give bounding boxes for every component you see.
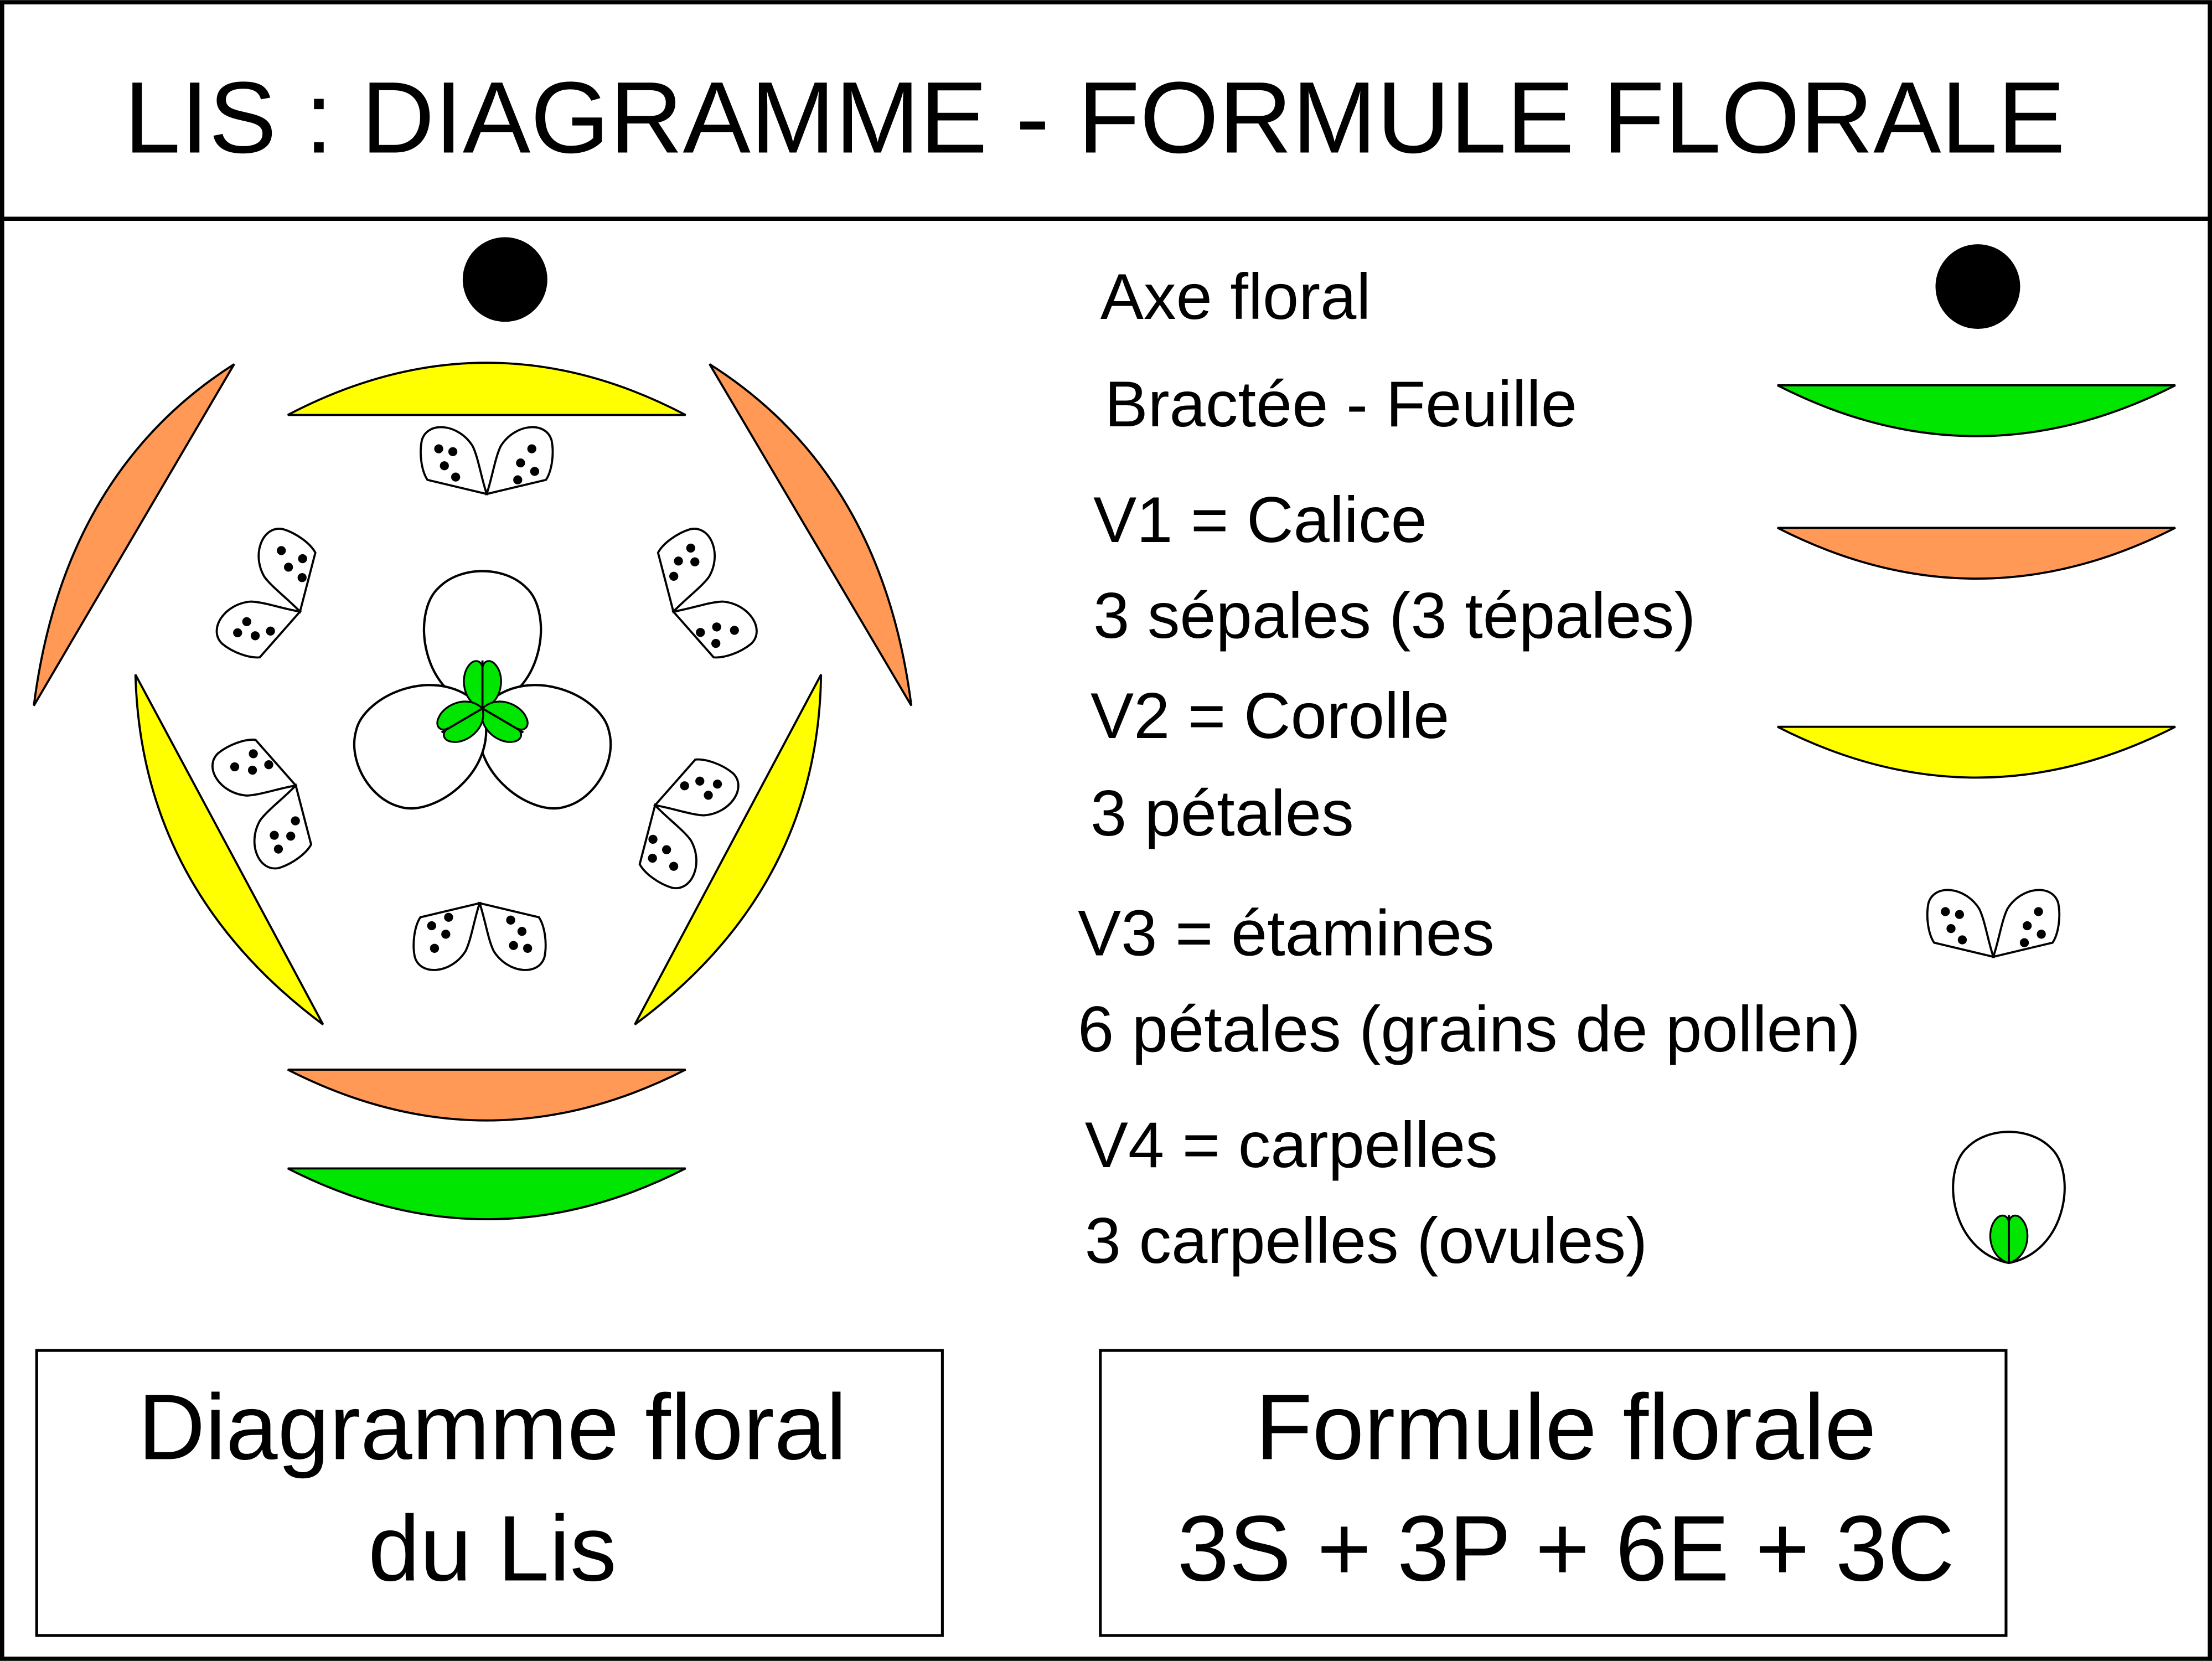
diagram-caption-line1: Diagramme floral [138, 1375, 846, 1479]
legend-corolla-detail: 3 pétales [1091, 777, 1354, 849]
diagram-stamen-lower-left [204, 726, 328, 876]
legend-stamen-symbol [1926, 889, 2061, 958]
diagram-stamen-upper-left [209, 520, 332, 671]
diagram-stamen-lower-right [623, 746, 746, 896]
legend-calyx-detail: 3 sépales (3 tépales) [1093, 579, 1696, 652]
legend: Axe floral Bractée - Feuille V1 = Calice… [1078, 244, 2176, 1277]
page-title: LIS : DIAGRAMME - FORMULE FLORALE [124, 60, 2065, 174]
legend-bract-label: Bractée - Feuille [1104, 368, 1577, 440]
diagram-stamen-top [420, 426, 554, 496]
legend-carpels-label: V4 = carpelles [1085, 1108, 1498, 1181]
diagram-stamen-upper-right [641, 520, 764, 671]
diagram-petal-left [134, 674, 324, 1025]
diagram-sepal-bottom [287, 1069, 686, 1122]
legend-bract-symbol [1777, 384, 2176, 437]
floral-formula: 3S + 3P + 6E + 3C [1177, 1497, 1955, 1601]
legend-sepal-symbol [1777, 527, 2176, 580]
floral-axis-dot [462, 237, 547, 322]
diagram-petal-right [634, 674, 823, 1025]
legend-carpels-detail: 3 carpelles (ovules) [1085, 1204, 1647, 1277]
formula-caption: Formule florale [1255, 1375, 1877, 1479]
legend-corolla-label: V2 = Corolle [1091, 679, 1449, 752]
diagram-caption-line2: du Lis [368, 1497, 617, 1601]
diagram-sepal-right [709, 363, 913, 706]
diagram-caption-box: Diagramme floral du Lis [35, 1349, 944, 1637]
diagram-ovary [334, 571, 630, 828]
floral-diagram [33, 237, 913, 1221]
diagram-sepal-left [33, 363, 235, 706]
diagram-bract [287, 1167, 686, 1221]
legend-stamens-detail: 6 pétales (grains de pollen) [1078, 993, 1860, 1065]
legend-axis-label: Axe floral [1100, 260, 1371, 333]
legend-calyx-label: V1 = Calice [1093, 483, 1427, 556]
legend-axis-dot [1935, 244, 2020, 329]
legend-petal-symbol [1777, 725, 2176, 779]
diagram-petal-top [287, 362, 686, 416]
legend-carpel-symbol [1953, 1132, 2065, 1263]
diagram-stamen-bottom [412, 902, 547, 971]
legend-stamens-label: V3 = étamines [1078, 897, 1495, 969]
formula-box: Formule florale 3S + 3P + 6E + 3C [1099, 1349, 2008, 1637]
